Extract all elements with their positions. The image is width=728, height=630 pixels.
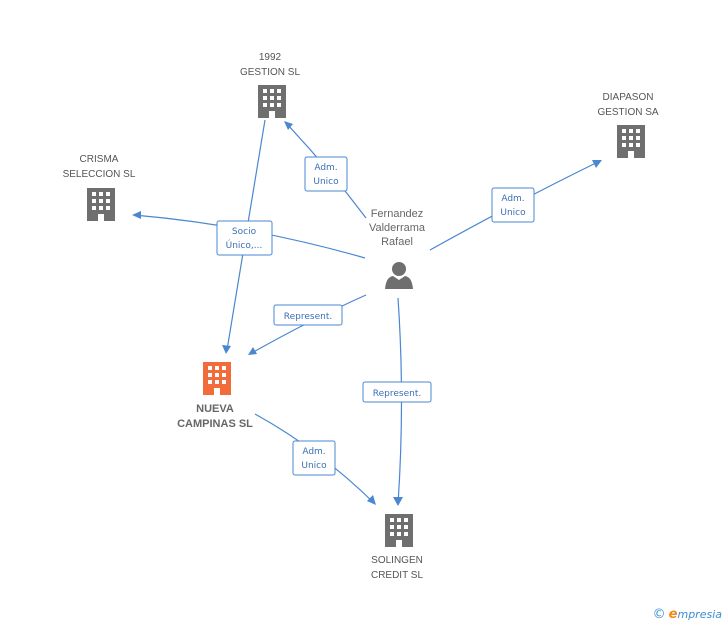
arrowhead-solingen-2 xyxy=(367,495,376,505)
brand-logo: ©empresia xyxy=(653,607,722,622)
node-label-line: NUEVA xyxy=(196,403,234,415)
edge-label-socio[interactable]: Socio Único,... xyxy=(216,220,273,256)
building-icon xyxy=(385,514,413,547)
building-icon xyxy=(203,362,231,395)
copyright-symbol: © xyxy=(652,607,666,622)
building-icon xyxy=(617,125,645,158)
edge-label-line: Represent. xyxy=(284,312,332,322)
node-label-line: CREDIT SL xyxy=(371,570,423,581)
node-diapason-gestion[interactable]: DIAPASON GESTION SA xyxy=(597,92,659,158)
edge-label-represent-solingen[interactable]: Represent. xyxy=(362,381,432,403)
node-label-line: 1992 xyxy=(259,52,282,63)
arrowhead-crisma xyxy=(132,211,141,219)
node-label-line: Rafael xyxy=(381,236,413,248)
edge-label-adm-solingen[interactable]: Adm. Unico xyxy=(292,440,336,476)
brand-name: mpresia xyxy=(677,608,722,621)
edges xyxy=(132,119,602,506)
node-label-line: DIAPASON xyxy=(603,92,654,103)
edge-label-line: Adm. xyxy=(314,163,337,173)
arrowhead-diapason xyxy=(592,160,602,168)
node-person[interactable]: Fernandez Valderrama Rafael xyxy=(369,208,426,289)
edge-label-line: Represent. xyxy=(373,389,421,399)
node-label-line: GESTION SA xyxy=(597,107,658,118)
node-nueva-campinas[interactable]: NUEVA CAMPINAS SL xyxy=(177,362,253,430)
edge-label-line: Unico xyxy=(313,177,339,187)
node-label-line: SELECCION SL xyxy=(63,169,136,180)
person-icon xyxy=(385,262,413,289)
arrowhead-1992 xyxy=(284,121,293,130)
edge-label-line: Socio xyxy=(232,227,257,237)
edge-label-adm-1992[interactable]: Adm. Unico xyxy=(304,156,348,192)
brand-initial: e xyxy=(668,607,678,622)
building-icon xyxy=(258,85,286,118)
node-crisma-seleccion[interactable]: CRISMA SELECCION SL xyxy=(63,154,136,221)
edge-label-represent-nueva[interactable]: Represent. xyxy=(273,304,343,326)
node-solingen-credit[interactable]: SOLINGEN CREDIT SL xyxy=(371,514,423,581)
edge-label-line: Adm. xyxy=(302,447,325,457)
building-icon xyxy=(87,188,115,221)
node-label-line: GESTION SL xyxy=(240,67,300,78)
edge-label-line: Unico xyxy=(500,208,526,218)
arrowhead-nueva-2 xyxy=(248,347,257,355)
node-label-line: CAMPINAS SL xyxy=(177,418,253,430)
node-label-line: Fernandez xyxy=(371,208,424,220)
node-1992-gestion[interactable]: 1992 GESTION SL xyxy=(240,52,300,118)
arrowhead-solingen-1 xyxy=(393,497,403,506)
arrowhead-nueva-1 xyxy=(222,345,231,354)
edge-label-line: Único,... xyxy=(226,239,263,251)
node-label-line: SOLINGEN xyxy=(371,555,423,566)
node-label-line: Valderrama xyxy=(369,222,426,234)
edge-label-adm-diapason[interactable]: Adm. Unico xyxy=(491,187,535,223)
node-label-line: CRISMA xyxy=(80,154,119,165)
edge-label-line: Adm. xyxy=(501,194,524,204)
edge-label-line: Unico xyxy=(301,461,327,471)
